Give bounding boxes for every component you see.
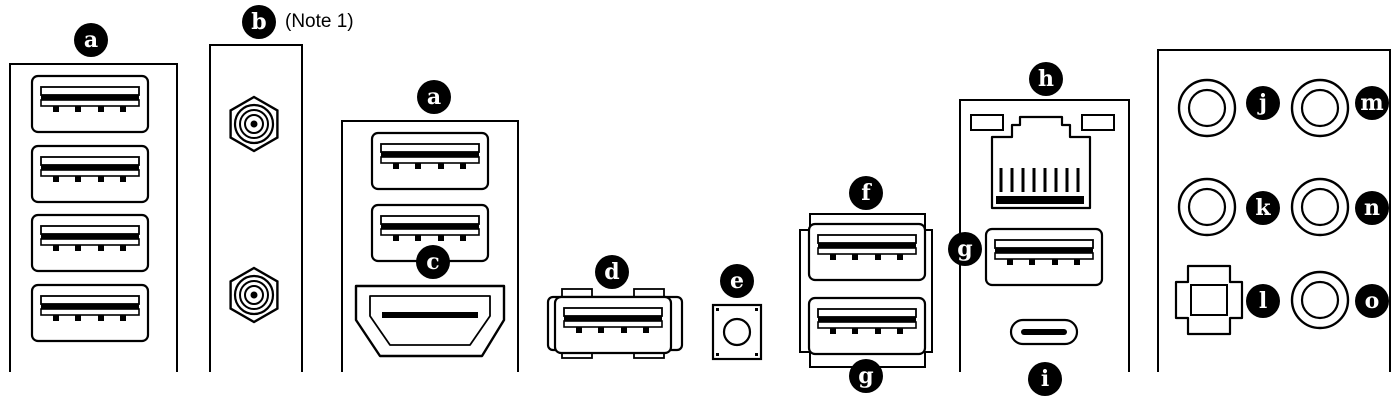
- usb-hdmi-section: [341, 120, 519, 372]
- svg-text:m: m: [1360, 90, 1383, 116]
- svg-text:g: g: [858, 363, 873, 389]
- svg-text:a: a: [84, 27, 98, 53]
- audio-section: [1157, 49, 1391, 372]
- antenna-connector-icon: [229, 95, 279, 153]
- audio-jack-icon: [1177, 177, 1237, 237]
- usb-a-port-icon: [30, 144, 150, 204]
- label-badge-o: o: [1355, 284, 1389, 318]
- usb-a-port-icon: [984, 227, 1104, 287]
- svg-text:i: i: [1041, 366, 1049, 392]
- label-badge-j: j: [1246, 86, 1280, 120]
- usb-c-port-icon: [1009, 318, 1079, 346]
- label-badge-f: f: [849, 176, 883, 210]
- label-badge-i: i: [1028, 362, 1062, 396]
- svg-text:g: g: [957, 236, 972, 262]
- note-label: (Note 1): [285, 11, 354, 32]
- optical-spdif-icon: [1174, 264, 1244, 336]
- audio-jack-icon: [1177, 78, 1237, 138]
- usb-a-port-icon: [30, 213, 150, 273]
- svg-text:f: f: [861, 180, 872, 206]
- usb-a-port-icon: [807, 296, 927, 356]
- label-badge-m: m: [1355, 86, 1389, 120]
- antenna-section: [209, 44, 303, 372]
- antenna-connector-icon: [229, 266, 279, 324]
- label-badge-b: b: [242, 5, 276, 39]
- label-badge-d: d: [595, 255, 629, 289]
- label-badge-k: k: [1246, 191, 1280, 225]
- svg-text:c: c: [426, 249, 439, 275]
- svg-text:a: a: [427, 84, 441, 110]
- svg-text:d: d: [604, 259, 619, 285]
- hdmi-port-icon: [354, 284, 506, 358]
- usb-a-port-icon: [807, 222, 927, 282]
- button-icon: [711, 303, 763, 361]
- svg-text:l: l: [1259, 288, 1267, 314]
- svg-text:e: e: [730, 268, 744, 294]
- usb-a-port-icon: [30, 283, 150, 343]
- usb-a-port-icon: [370, 131, 490, 191]
- label-badge-a: a: [74, 23, 108, 57]
- svg-text:k: k: [1255, 195, 1271, 221]
- svg-text:n: n: [1364, 195, 1380, 221]
- label-badge-c: c: [416, 245, 450, 279]
- usb-a-stacked-pair: [799, 213, 933, 368]
- audio-jack-icon: [1290, 270, 1350, 330]
- usb-a-stack-left: [9, 63, 178, 372]
- svg-text:h: h: [1038, 66, 1054, 92]
- label-badge-h: h: [1029, 62, 1063, 96]
- svg-text:j: j: [1257, 90, 1267, 116]
- label-badge-a-2: a: [417, 80, 451, 114]
- label-badge-g: g: [849, 359, 883, 393]
- audio-jack-icon: [1290, 78, 1350, 138]
- rj45-lan-port-icon: [990, 115, 1092, 210]
- label-badge-e: e: [720, 264, 754, 298]
- usb-a-flanged-port-icon: [546, 288, 684, 359]
- lan-usb-section: [959, 99, 1130, 372]
- audio-jack-icon: [1290, 177, 1350, 237]
- label-badge-g-2: g: [948, 232, 982, 266]
- svg-text:b: b: [251, 9, 266, 35]
- usb-a-port-icon: [30, 74, 150, 134]
- label-badge-l: l: [1246, 284, 1280, 318]
- label-badge-n: n: [1355, 191, 1389, 225]
- svg-text:o: o: [1365, 288, 1380, 314]
